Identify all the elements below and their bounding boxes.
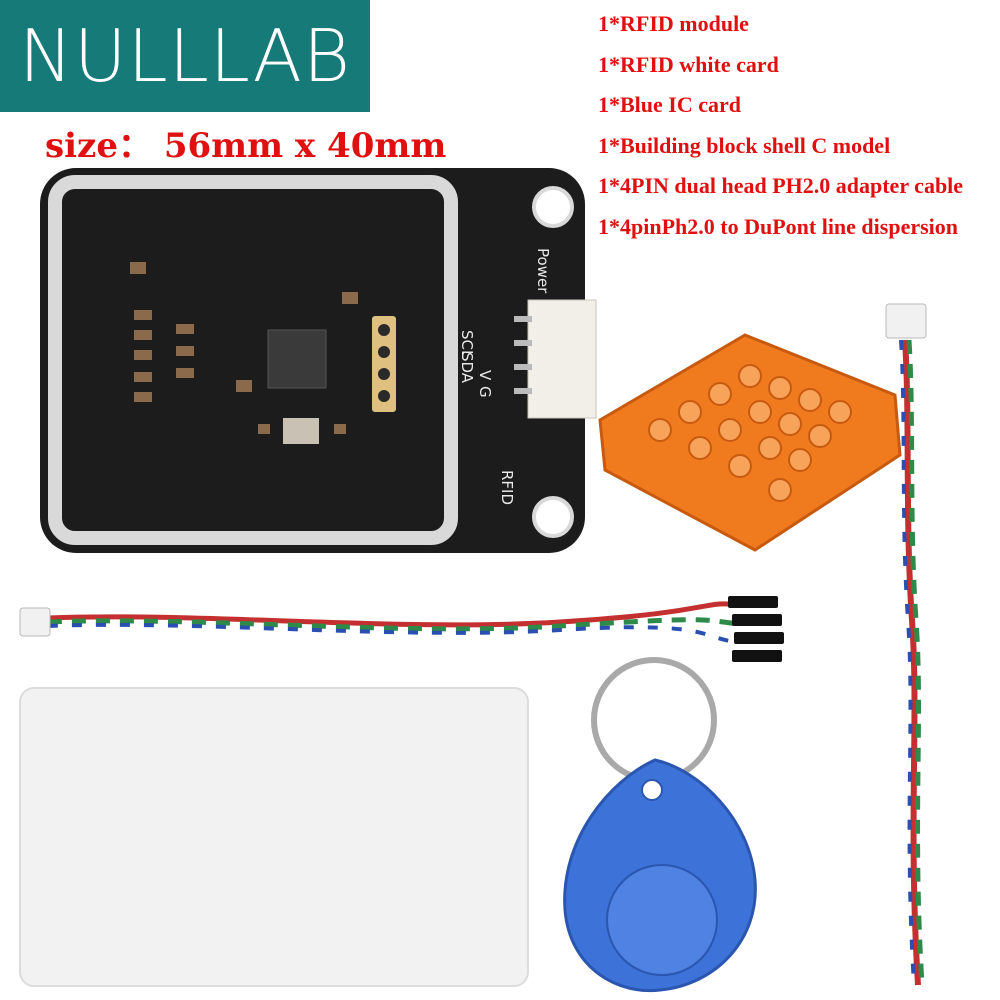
- building-block-shell: [598, 333, 902, 552]
- dupont-cable: [19, 596, 784, 662]
- board-label-g: G: [476, 386, 494, 398]
- contents-item: 1*RFID white card: [598, 51, 779, 77]
- blue-ic-keyfob: [563, 657, 757, 993]
- size-caption: size： 56mm x 40mm: [45, 126, 447, 166]
- mount-hole-icon: [532, 496, 574, 538]
- board-label-rfid: RFID: [498, 470, 516, 505]
- package-contents-list: 1*RFID module 1*RFID white card 1*Blue I…: [598, 4, 998, 247]
- vertical-cable: [885, 303, 927, 986]
- board-label-sda: SDA: [458, 352, 476, 384]
- rfid-white-card: [19, 687, 529, 987]
- contents-item: 1*4pinPh2.0 to DuPont line dispersion: [598, 213, 959, 239]
- connector-plug-icon: [885, 303, 927, 339]
- dupont-pin-icon: [728, 596, 778, 608]
- contents-item: 1*RFID module: [598, 11, 749, 36]
- dupont-pin-icon: [732, 650, 782, 662]
- brand-name: NULLLAB: [19, 14, 351, 98]
- connector-plug-icon: [19, 607, 51, 637]
- header-pins-icon: [372, 316, 396, 412]
- board-label-scl: SCL: [458, 330, 476, 359]
- mount-hole-icon: [532, 186, 574, 228]
- contents-item: 1*Building block shell C model: [598, 132, 891, 158]
- ph2-connector-icon: [527, 299, 597, 419]
- crystal-icon: [283, 418, 319, 444]
- dupont-pin-icon: [734, 632, 784, 644]
- contents-item: 1*4PIN dual head PH2.0 adapter cable: [598, 173, 964, 198]
- chip-icon: [267, 329, 327, 389]
- board-label-power: Power: [534, 248, 552, 294]
- dupont-pin-icon: [732, 614, 782, 626]
- board-label-v: V: [476, 370, 494, 381]
- brand-logo: NULLLAB: [0, 0, 370, 112]
- rfid-module-board: Power SCL SDA V G RFID: [40, 168, 597, 553]
- contents-item: 1*Blue IC card: [598, 92, 741, 117]
